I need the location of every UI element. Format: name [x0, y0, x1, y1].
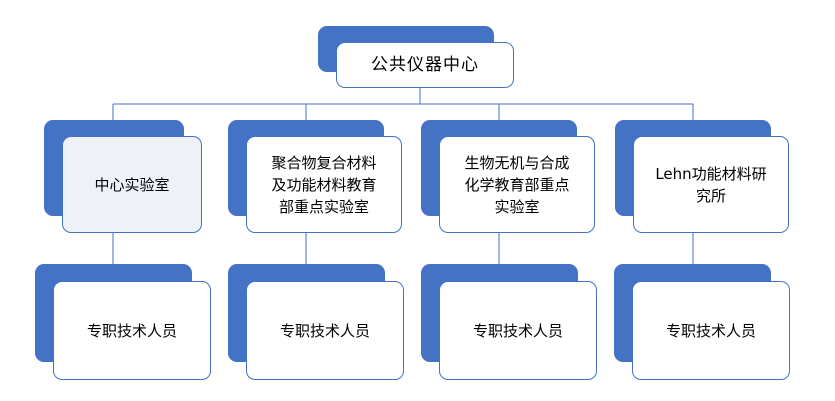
branch-node-2: 聚合物复合材料 及功能材料教育 部重点实验室: [246, 136, 402, 233]
branch-node-label-2: 聚合物复合材料 及功能材料教育 部重点实验室: [271, 153, 377, 216]
staff-node-label-3: 专职技术人员: [472, 321, 563, 340]
staff-node-3: 专职技术人员: [439, 281, 597, 380]
staff-node-4: 专职技术人员: [632, 281, 790, 380]
root-node: 公共仪器中心: [336, 42, 514, 88]
branch-node-1: 中心实验室: [62, 136, 202, 233]
staff-node-1: 专职技术人员: [53, 281, 211, 380]
root-node-label: 公共仪器中心: [371, 55, 479, 75]
branch-node-label-3: 生物无机与合成 化学教育部重点 实验室: [464, 153, 570, 216]
staff-node-label-4: 专职技术人员: [665, 321, 756, 340]
staff-node-label-1: 专职技术人员: [86, 321, 177, 340]
branch-node-label-1: 中心实验室: [94, 175, 170, 194]
branch-node-4: Lehn功能材料研 究所: [633, 136, 789, 233]
branch-node-label-4: Lehn功能材料研 究所: [655, 164, 767, 205]
staff-node-label-2: 专职技术人员: [279, 321, 370, 340]
staff-node-2: 专职技术人员: [246, 281, 404, 380]
branch-node-3: 生物无机与合成 化学教育部重点 实验室: [439, 136, 595, 233]
